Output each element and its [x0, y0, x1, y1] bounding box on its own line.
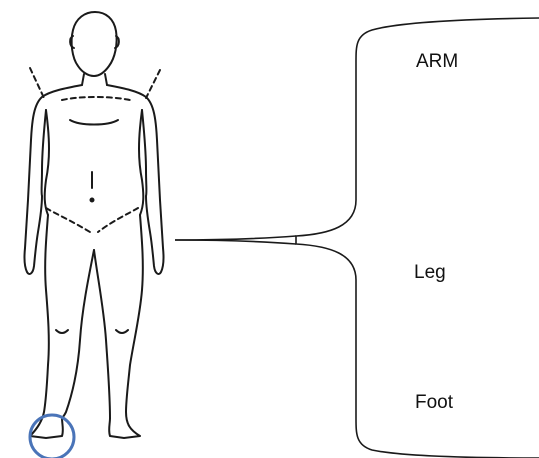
- figure-right-leg-inner: [94, 250, 110, 418]
- figure-left-side: [24, 85, 82, 274]
- left-hip-dashed-line: [46, 208, 90, 232]
- figure-right-knee: [116, 330, 128, 333]
- connector-lower: [175, 240, 296, 244]
- label-leg: Leg: [414, 263, 446, 282]
- right-shoulder-dashed-line: [146, 70, 160, 98]
- connector-lines: [175, 236, 296, 244]
- figure-right-leg-outer: [109, 215, 143, 438]
- figure-left-knee: [56, 330, 68, 333]
- figure-right-side: [107, 85, 164, 274]
- label-arm: ARM: [416, 52, 458, 71]
- shoulder-dashed-line: [62, 97, 130, 100]
- figure-navel: [91, 199, 94, 202]
- figure-chest: [70, 120, 118, 125]
- figure-head: [72, 12, 117, 76]
- human-figure: [24, 12, 163, 438]
- right-hip-dashed-line: [98, 208, 138, 232]
- label-foot: Foot: [415, 393, 453, 412]
- figure-left-leg-inner: [62, 250, 94, 418]
- left-shoulder-dashed-line: [30, 68, 44, 98]
